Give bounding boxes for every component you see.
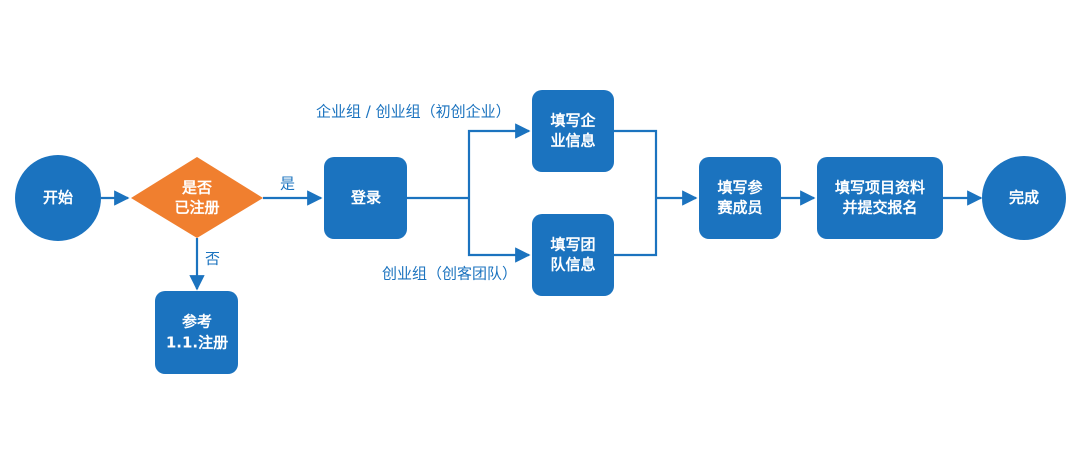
team-info-line1: 填写团	[550, 236, 595, 254]
project-line2: 并提交报名	[842, 199, 917, 217]
project-line1: 填写项目资料	[835, 179, 925, 197]
refer-label-line2: 1.1.注册	[166, 334, 228, 352]
start-label: 开始	[43, 189, 73, 207]
edge-team-merge	[614, 198, 658, 257]
edge-label-yes: 是	[280, 175, 295, 193]
members-node: 填写参 赛成员	[699, 157, 781, 239]
decision-label-line2: 已注册	[174, 199, 219, 217]
decision-label-line1: 是否	[181, 179, 212, 197]
login-node: 登录	[324, 157, 407, 239]
edge-label-team-group: 创业组（创客团队）	[382, 265, 517, 283]
refer-label-line1: 参考	[182, 313, 212, 331]
finish-node: 完成	[982, 156, 1066, 240]
members-line1: 填写参	[717, 179, 763, 197]
team-info-node: 填写团 队信息	[532, 214, 614, 296]
refer-registration-node: 参考 1.1.注册	[155, 291, 238, 374]
members-line2: 赛成员	[716, 199, 762, 217]
login-label: 登录	[350, 189, 381, 207]
edge-login-to-team	[467, 198, 531, 263]
company-info-line2: 业信息	[550, 132, 595, 150]
decision-registered: 是否 已注册	[131, 157, 263, 238]
edge-login-to-company	[467, 123, 531, 198]
edge-label-company-group: 企业组 / 创业组（初创企业）	[316, 103, 511, 121]
team-info-line2: 队信息	[550, 256, 595, 274]
company-info-node: 填写企 业信息	[532, 90, 614, 172]
start-node: 开始	[15, 155, 101, 241]
project-submit-node: 填写项目资料 并提交报名	[817, 157, 943, 239]
edges	[101, 123, 983, 291]
edge-company-merge	[614, 129, 658, 198]
company-info-line1: 填写企	[550, 112, 596, 130]
edge-label-no: 否	[205, 250, 220, 268]
finish-label: 完成	[1009, 189, 1039, 207]
